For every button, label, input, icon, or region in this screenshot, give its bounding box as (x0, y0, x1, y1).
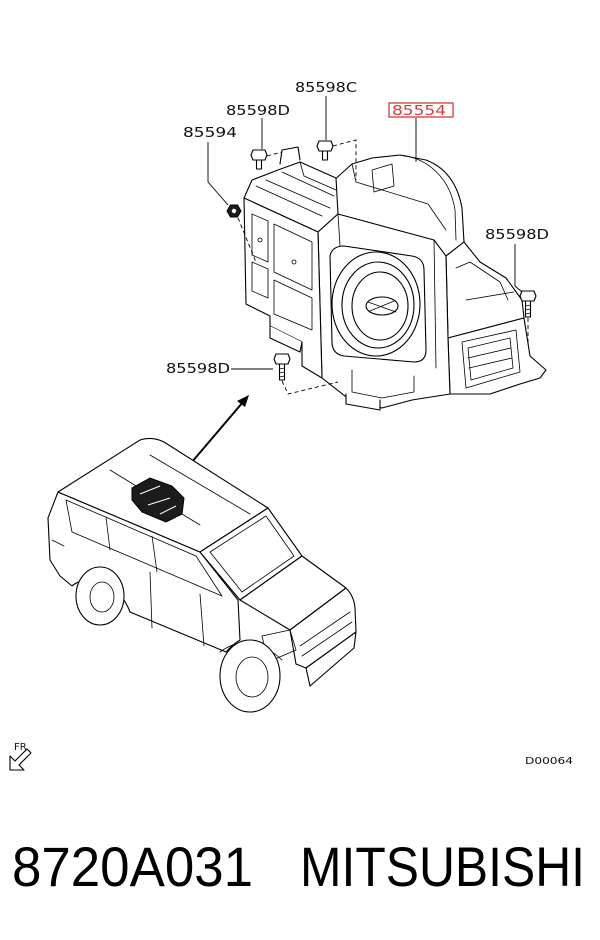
unit-back-housing-detail (351, 154, 457, 241)
unit-mount-hole (257, 237, 263, 243)
fastener-hardware (226, 140, 537, 381)
front-direction-indicator: FR (9, 742, 32, 771)
callout-label-highlighted: 85554 (392, 104, 446, 119)
bolt-85598d-top-shaft (255, 159, 263, 170)
brand-name: MITSUBISHI (300, 835, 585, 898)
vehicle-door-lines (51, 539, 205, 647)
bolt-thread-lines (525, 304, 531, 315)
unit-top-plate-ribs (255, 161, 337, 217)
unit-location-marker (131, 477, 185, 523)
leader-line (514, 244, 523, 293)
phantom-line (332, 139, 357, 180)
unit-foot (345, 393, 381, 411)
phantom-line (237, 217, 257, 263)
vehicle-front-wheel (219, 639, 281, 713)
unit-duct-top-ribs (455, 261, 515, 301)
unit-top-bracket (279, 146, 301, 165)
part-number: 8720A031 (12, 835, 253, 898)
direction-label: FR (14, 742, 27, 753)
vehicle-windshield-glass (209, 515, 295, 593)
callout-labels: 85598C 85598D 85554 85594 85598D 85598D (166, 81, 549, 377)
phantom-line (281, 380, 339, 395)
vehicle-front-wheel-hub (235, 656, 269, 698)
leader-line (207, 142, 229, 206)
blower-unit-drawing (243, 146, 547, 411)
phantom-lines (237, 139, 529, 395)
bolt-85598d-right-head (519, 290, 537, 302)
unit-left-face-panels (251, 213, 313, 331)
unit-bottom-bracket (269, 325, 303, 353)
bolt-85598c-shaft (321, 150, 329, 161)
location-arrow-head (237, 395, 249, 407)
vehicle-drawing (47, 437, 357, 713)
bolt-85598d-top-head (250, 149, 268, 161)
unit-duct-front (447, 317, 547, 395)
highlight-box (388, 102, 454, 118)
leader-lines (207, 96, 523, 370)
vehicle-side-windows (65, 499, 223, 597)
front-direction-arrow-icon (9, 748, 32, 771)
vehicle-front-bumper (305, 631, 357, 687)
phantom-line (266, 151, 283, 157)
vehicle-grille (299, 611, 353, 657)
unit-mount-hole (291, 259, 297, 265)
unit-duct-outlet-grille (461, 329, 521, 389)
nut-85594-hole (231, 208, 237, 214)
unit-intake-face-edges (337, 213, 437, 399)
callout-label: 85598D (485, 228, 549, 243)
callout-label: 85594 (183, 126, 237, 141)
unit-back-housing (329, 154, 465, 257)
diagram-code: D00064 (525, 756, 573, 767)
unit-logo-detail (367, 300, 397, 313)
unit-location-marker-detail (139, 485, 177, 515)
bolt-thread-lines (279, 367, 285, 378)
vehicle-rear-wheel (75, 566, 125, 626)
callout-label: 85598C (295, 81, 357, 96)
bolt-85598c-head (316, 140, 334, 152)
vehicle-rear-wheel-hub (89, 581, 115, 613)
bolt-85598d-left-head (273, 353, 291, 365)
callout-label: 85598D (166, 362, 230, 377)
callout-label: 85598D (226, 104, 290, 119)
